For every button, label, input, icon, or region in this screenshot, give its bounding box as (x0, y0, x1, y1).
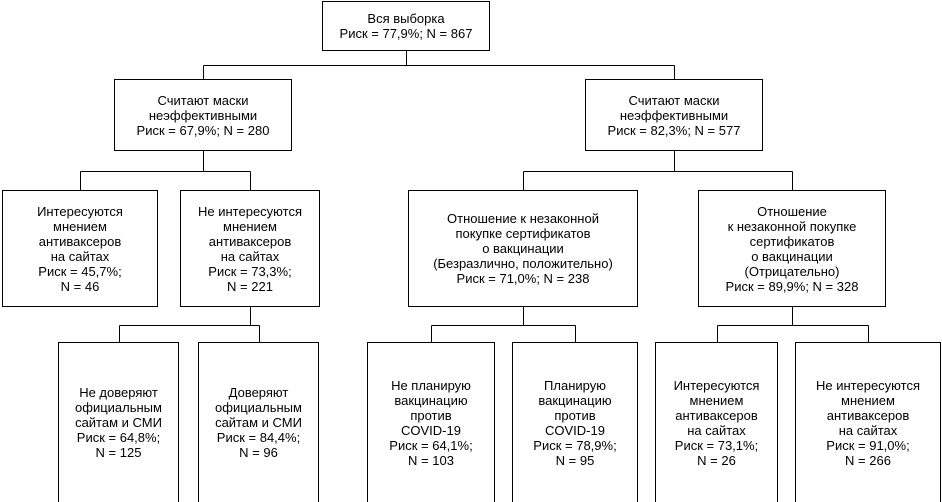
node-n21-line: о вакцинации (482, 241, 564, 256)
node-n21-line: Отношение к незаконной (447, 211, 599, 226)
node-n2-line: неэффективными (619, 107, 729, 123)
node-n121-line: сайтам и СМИ (75, 415, 162, 430)
node-n211-line: Не планирую (391, 377, 471, 393)
node-n221-line: Интересуются (673, 377, 760, 393)
node-n121-line: N = 125 (95, 445, 142, 460)
node-root-line: Вся выборка (367, 11, 445, 26)
node-n121-line: официальным (75, 400, 162, 415)
node-n122-line: официальным (215, 400, 302, 415)
node-n2-line: Риск = 82,3%; N = 577 (607, 122, 741, 138)
node-n21-line: Риск = 71,0%; N = 238 (456, 271, 590, 286)
node-n221-line: мнением (689, 392, 744, 408)
node-n221-line: на сайтах (687, 422, 746, 438)
node-n222-line: N = 266 (845, 452, 891, 468)
node-n122-line: Риск = 84,4%; (216, 430, 301, 445)
node-n222-line: антиваксеров (826, 407, 910, 423)
node-n221-line: N = 26 (697, 452, 736, 468)
node-n11-line: на сайтах (50, 248, 110, 264)
node-n122-line: N = 96 (239, 445, 278, 460)
node-n122-line: сайтам и СМИ (215, 415, 302, 430)
node-n1-line: неэффективными (148, 107, 258, 123)
node-n2-line: Считают маски (628, 92, 720, 108)
node-n121-line: Не доверяют (79, 385, 158, 400)
node-n222-line: мнением (841, 392, 895, 408)
node-n222-line: на сайтах (838, 422, 898, 438)
node-n11-line: Риск = 45,7%; (38, 263, 122, 279)
node-n222-line: Не интересуются (816, 377, 920, 393)
node-n211-line: против (410, 407, 452, 423)
node-n22-line: к незаконной покупке (727, 218, 857, 234)
node-n11-line: Интересуются (37, 203, 123, 219)
node-n11-line: антиваксеров (38, 233, 122, 249)
node-n1-line: Считают маски (157, 92, 249, 108)
node-n22-line: сертификатов (749, 233, 835, 249)
node-n12-line: Не интересуются (198, 203, 302, 219)
node-n212-line: вакцинацию (538, 392, 612, 408)
node-n12-line: мнением (223, 218, 277, 234)
node-n212-line: против (554, 407, 596, 423)
node-n212-line: COVID-19 (545, 422, 605, 438)
node-n12-line: антиваксеров (208, 233, 292, 249)
node-n211-line: вакцинацию (394, 392, 468, 408)
node-n21-line: (Безразлично, положительно) (433, 256, 613, 271)
node-n12-line: Риск = 73,3%; (208, 263, 292, 279)
node-n11-line: мнением (53, 218, 107, 234)
node-n211-line: COVID-19 (401, 422, 461, 438)
node-n22-line: (Отрицательно) (744, 263, 840, 279)
node-n221-line: антиваксеров (675, 407, 758, 423)
node-n222-line: Риск = 91,0%; (826, 437, 910, 453)
node-n22-line: Отношение (757, 203, 827, 219)
node-root-line: Риск = 77,9%; N = 867 (339, 26, 473, 41)
node-n211-line: N = 103 (408, 452, 454, 468)
node-n121-line: Риск = 64,8%; (76, 430, 161, 445)
node-n12-line: на сайтах (220, 248, 280, 264)
node-n212-line: N = 95 (555, 452, 595, 468)
node-n212-line: Риск = 78,9%; (533, 437, 617, 453)
node-n22-line: о вакцинации (751, 248, 833, 264)
node-n12-line: N = 221 (227, 278, 273, 294)
node-n21-line: покупке сертификатов (455, 226, 591, 241)
node-n22-line: Риск = 89,9%; N = 328 (725, 278, 859, 294)
node-n212-line: Планирую (544, 377, 606, 393)
node-n1-line: Риск = 67,9%; N = 280 (136, 122, 270, 138)
node-n211-line: Риск = 64,1%; (389, 437, 473, 453)
node-n122-line: Доверяют (228, 385, 289, 400)
node-n11-line: N = 46 (60, 278, 100, 294)
node-n221-line: Риск = 73,1%; (674, 437, 759, 453)
